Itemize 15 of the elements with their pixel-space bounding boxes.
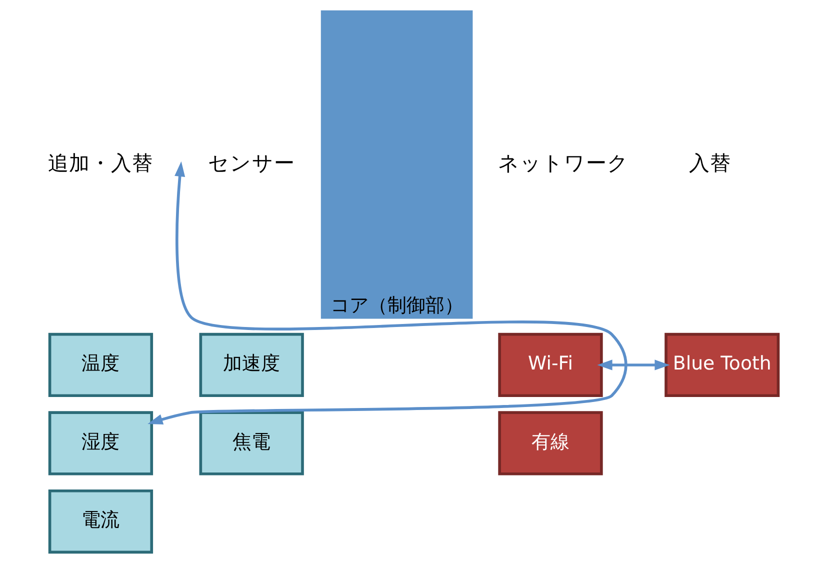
node-box: Wi-Fi <box>498 332 602 398</box>
node-box: 温度 <box>48 332 153 398</box>
arrow <box>596 360 670 370</box>
label: 追加・入替 <box>48 150 153 175</box>
arrow <box>147 161 626 424</box>
node-box: 湿度 <box>48 411 153 476</box>
label: 入替 <box>688 150 730 175</box>
node-box: 焦電 <box>198 411 304 476</box>
node-box: 加速度 <box>198 332 304 398</box>
node-box: 有線 <box>498 411 602 476</box>
node-box: Blue Tooth <box>664 332 780 398</box>
label: センサー <box>208 150 295 175</box>
node-box: 電流 <box>48 489 153 554</box>
label: ネットワーク <box>498 150 629 175</box>
node-box: コア（制御部） <box>320 10 472 319</box>
